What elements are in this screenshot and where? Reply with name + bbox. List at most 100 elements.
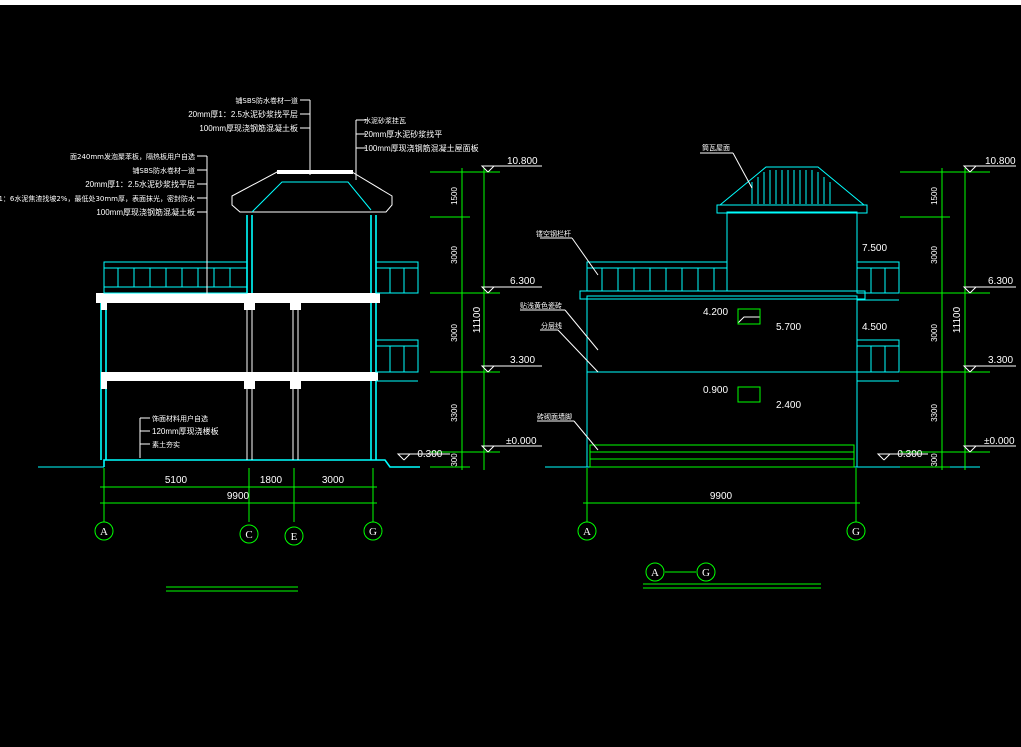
label-tile-roof: 筒瓦屋面: [702, 143, 730, 152]
level-10800: 10.800: [507, 156, 538, 167]
r-vdim-3000-lower: 3000: [930, 324, 939, 342]
drawing-canvas: 铺SBS防水卷材一道 20mm厚1：2.5水泥砂浆找平层 100mm厚现浇钢筋混…: [0, 96, 1016, 592]
right-leaders: [520, 152, 753, 451]
vdim-300: 300: [450, 453, 459, 467]
side-level-7500: 7.500: [862, 243, 887, 254]
vdim-total: 11100: [472, 306, 483, 333]
vdim-3000-upper: 3000: [450, 246, 459, 264]
floor-note-1: 饰面材料用户自选: [152, 414, 208, 423]
roof-note-right-2: 20mm厚水泥砂浆找平: [364, 129, 442, 139]
left-horizontal-dims: [100, 468, 377, 522]
window-level-4200: 4.200: [703, 307, 728, 318]
r-vdim-3000-upper: 3000: [930, 246, 939, 264]
r-vdim-1500: 1500: [930, 187, 939, 205]
r-level-10800: 10.800: [985, 156, 1016, 167]
window-lower: [737, 386, 761, 403]
ground-slab: [103, 459, 420, 468]
terrace-note-5: 100mm厚现浇钢筋混凝土板: [96, 207, 195, 217]
r-axis-label-g: G: [852, 526, 860, 538]
r-level-6300: 6.300: [988, 276, 1013, 287]
axis-bubble-a: [94, 521, 114, 541]
terrace-railing: [103, 261, 248, 294]
left-leaders: [139, 99, 366, 458]
level-3300: 3.300: [510, 355, 535, 366]
cornice: [579, 290, 866, 300]
left-section-drawing: [38, 170, 420, 468]
r-vdim-total: 11100: [952, 306, 963, 333]
left-level-marks: [396, 165, 542, 461]
roof-ridge: [277, 170, 353, 174]
side-level-4500: 4.500: [862, 322, 887, 333]
vdim-1500: 1500: [450, 187, 459, 205]
roof-note-2: 20mm厚1：2.5水泥砂浆找平层: [188, 109, 298, 119]
terrace-note-3: 20mm厚1：2.5水泥砂浆找平层: [85, 179, 195, 189]
r-vdim-3300: 3300: [930, 404, 939, 422]
beam-e: [290, 300, 301, 310]
floor-note-3: 素土夯实: [152, 440, 180, 449]
right-horizontal-dims: [583, 468, 860, 522]
roof-tiles: [751, 170, 831, 204]
window-level-0900: 0.900: [703, 385, 728, 396]
roof-note-right-1: 水泥砂浆挂瓦: [364, 116, 406, 125]
left-axis-bubbles: A C E G: [94, 521, 383, 546]
beam-e-2: [290, 381, 301, 389]
title-bubble-a: [645, 562, 665, 582]
window-marker-upper: [737, 316, 760, 324]
terrace-note-2: 铺SBS防水卷材一道: [132, 166, 195, 175]
right-level-marks: [876, 165, 1016, 461]
r-level-minus-0300: -0.300: [894, 449, 923, 460]
roof-note-1: 铺SBS防水卷材一道: [235, 96, 298, 105]
hdim-5100: 5100: [165, 475, 188, 486]
r-axis-label-a: A: [583, 526, 591, 538]
balcony-upper: [375, 261, 419, 294]
axis-bubble-c: [239, 524, 259, 544]
attic-block: [726, 211, 858, 292]
beam-c-2: [244, 381, 255, 389]
r-hdim-total: 9900: [710, 491, 733, 502]
right-elevation-drawing: [545, 166, 980, 468]
railing-right-balusters: [601, 268, 715, 291]
tile-roof: [718, 166, 866, 206]
title-label-g: G: [702, 567, 710, 579]
r-level-3300: 3.300: [988, 355, 1013, 366]
axis-label-a: A: [100, 526, 108, 538]
window-level-5700: 5.700: [776, 322, 801, 333]
floor-note-2: 120mm厚现浇楼板: [152, 426, 219, 436]
beam-a: [101, 300, 107, 310]
axis-label-c: C: [245, 529, 252, 541]
window-level-2400: 2.400: [776, 400, 801, 411]
label-railing: 镂空钢栏杆: [536, 229, 571, 238]
beam-a-2: [101, 381, 107, 389]
top-border: [0, 0, 1021, 5]
terrace-note-4: 1：6水泥焦渣找坡2%，最低处30mm厚，表面抹光，密封防水: [0, 194, 195, 203]
r-level-0000: ±0.000: [984, 436, 1015, 447]
roof-inner: [251, 181, 372, 213]
hdim-1800: 1800: [260, 475, 283, 486]
window-upper: [737, 308, 761, 325]
roof-note-right-3: 100mm厚现浇钢筋混凝土屋面板: [364, 143, 479, 153]
balcony-lower: [375, 339, 419, 373]
vdim-3300: 3300: [450, 404, 459, 422]
beam-c: [244, 300, 255, 310]
roof-slab: [96, 293, 380, 303]
roof-note-3: 100mm厚现浇钢筋混凝土板: [199, 123, 298, 133]
title-bubble-g: [696, 562, 716, 582]
terrace-note-1: 面240mm发泡聚苯板，隔热板用户自选: [70, 152, 195, 161]
label-tile-wall: 贴浅黄色瓷砖: [520, 301, 562, 310]
title-label-a: A: [651, 567, 659, 579]
vdim-3000-lower: 3000: [450, 324, 459, 342]
axis-label-e: E: [291, 531, 298, 543]
label-brick-plinth: 砖砌面墙脚: [537, 412, 572, 421]
axis-label-g: G: [369, 526, 377, 538]
railing-right: [586, 261, 728, 292]
level-6300: 6.300: [510, 276, 535, 287]
r-axis-bubble-g: [846, 521, 866, 541]
r-vdim-300: 300: [930, 453, 939, 467]
right-vertical-dims: [900, 168, 990, 470]
brick-plinth: [589, 444, 855, 468]
left-vertical-dims: [430, 168, 500, 470]
side-balcony-upper: [856, 261, 900, 294]
floor-slab-2: [101, 372, 378, 381]
railing-balusters: [117, 268, 231, 287]
r-axis-bubble-a: [577, 521, 597, 541]
